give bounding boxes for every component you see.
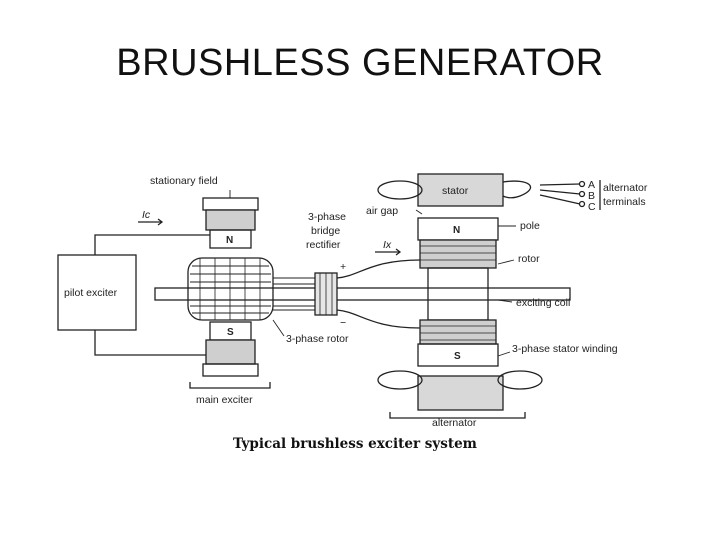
alternator-coil-top	[419, 239, 497, 269]
label-pilot-exciter: pilot exciter	[64, 287, 118, 299]
alternator-stator-bottom	[417, 375, 504, 411]
label-alternator-pole-s: S	[454, 351, 461, 362]
armature-leads	[273, 277, 315, 311]
terminal-b-dot	[578, 190, 586, 198]
pilot-exciter-box	[57, 254, 137, 331]
label-exciter-pole-n: N	[226, 235, 233, 246]
terminal-a-dot	[578, 180, 586, 188]
exciter-yoke-top	[202, 197, 259, 211]
stator-winding-top-right	[502, 180, 532, 199]
shaft	[154, 287, 571, 301]
label-3phase-rotor: 3-phase rotor	[286, 333, 349, 345]
terminal-c-dot	[578, 200, 586, 208]
label-pole: pole	[520, 220, 540, 232]
label-air-gap: air gap	[366, 205, 398, 217]
label-bridge-line3: rectifier	[306, 239, 341, 251]
terminal-leads	[539, 183, 581, 205]
ic-arrowhead	[157, 218, 164, 226]
label-alternator: alternator	[432, 417, 477, 429]
alternator-stator-top	[417, 173, 504, 207]
label-bridge-line1: 3-phase	[308, 211, 346, 223]
alternator-pole-s	[417, 343, 499, 367]
label-alt-terminals-2: terminals	[603, 196, 646, 208]
exciter-field-coil-top	[205, 209, 256, 231]
label-plus: +	[340, 261, 346, 273]
slide-title: BRUSHLESS GENERATOR	[116, 42, 604, 84]
stator-winding-top-left	[377, 180, 423, 200]
label-bridge-line2: bridge	[311, 225, 340, 237]
alternator-bracket	[389, 412, 526, 419]
exciter-pole-n	[209, 229, 252, 249]
label-alternator-pole-n: N	[453, 225, 460, 236]
main-exciter-bracket	[189, 382, 271, 389]
diagram-canvas: stationary field Ic pilot exciter 3-phas…	[57, 173, 648, 429]
label-exciting-coil: exciting coil	[516, 297, 570, 309]
label-exciter-pole-s: S	[227, 327, 234, 338]
exciter-yoke-bottom	[202, 363, 259, 377]
label-stator-winding: 3-phase stator winding	[512, 343, 618, 355]
label-minus: −	[340, 317, 346, 329]
label-terminal-c: C	[588, 201, 596, 213]
label-terminal-b: B	[588, 190, 595, 202]
label-alt-terminals-1: alternator	[603, 182, 648, 194]
label-ic: Ic	[142, 209, 151, 221]
brushless-exciter-diagram: stationary field Ic pilot exciter 3-phas…	[40, 160, 700, 470]
ic-lead-top	[94, 234, 210, 255]
diagram-caption: Typical brushless exciter system	[233, 436, 477, 452]
label-terminal-a: A	[588, 179, 595, 191]
ix-lead-bottom	[336, 309, 421, 329]
exciter-armature	[187, 257, 274, 321]
ix-lead-top	[336, 259, 421, 279]
stator-winding-bottom-left	[377, 370, 423, 390]
armature-slots	[199, 258, 261, 320]
label-stator: stator	[442, 185, 469, 197]
label-ix: Ix	[383, 239, 392, 251]
ic-lead-bottom	[94, 330, 210, 356]
ix-arrowhead	[395, 248, 402, 256]
label-rotor: rotor	[518, 253, 540, 265]
label-main-exciter: main exciter	[196, 394, 253, 406]
armature-windings	[190, 265, 271, 314]
label-stationary-field: stationary field	[150, 175, 218, 187]
stator-winding-bottom-right	[497, 370, 543, 390]
alternator-rotor-core	[427, 267, 489, 321]
exciter-field-coil-bottom	[205, 339, 256, 365]
